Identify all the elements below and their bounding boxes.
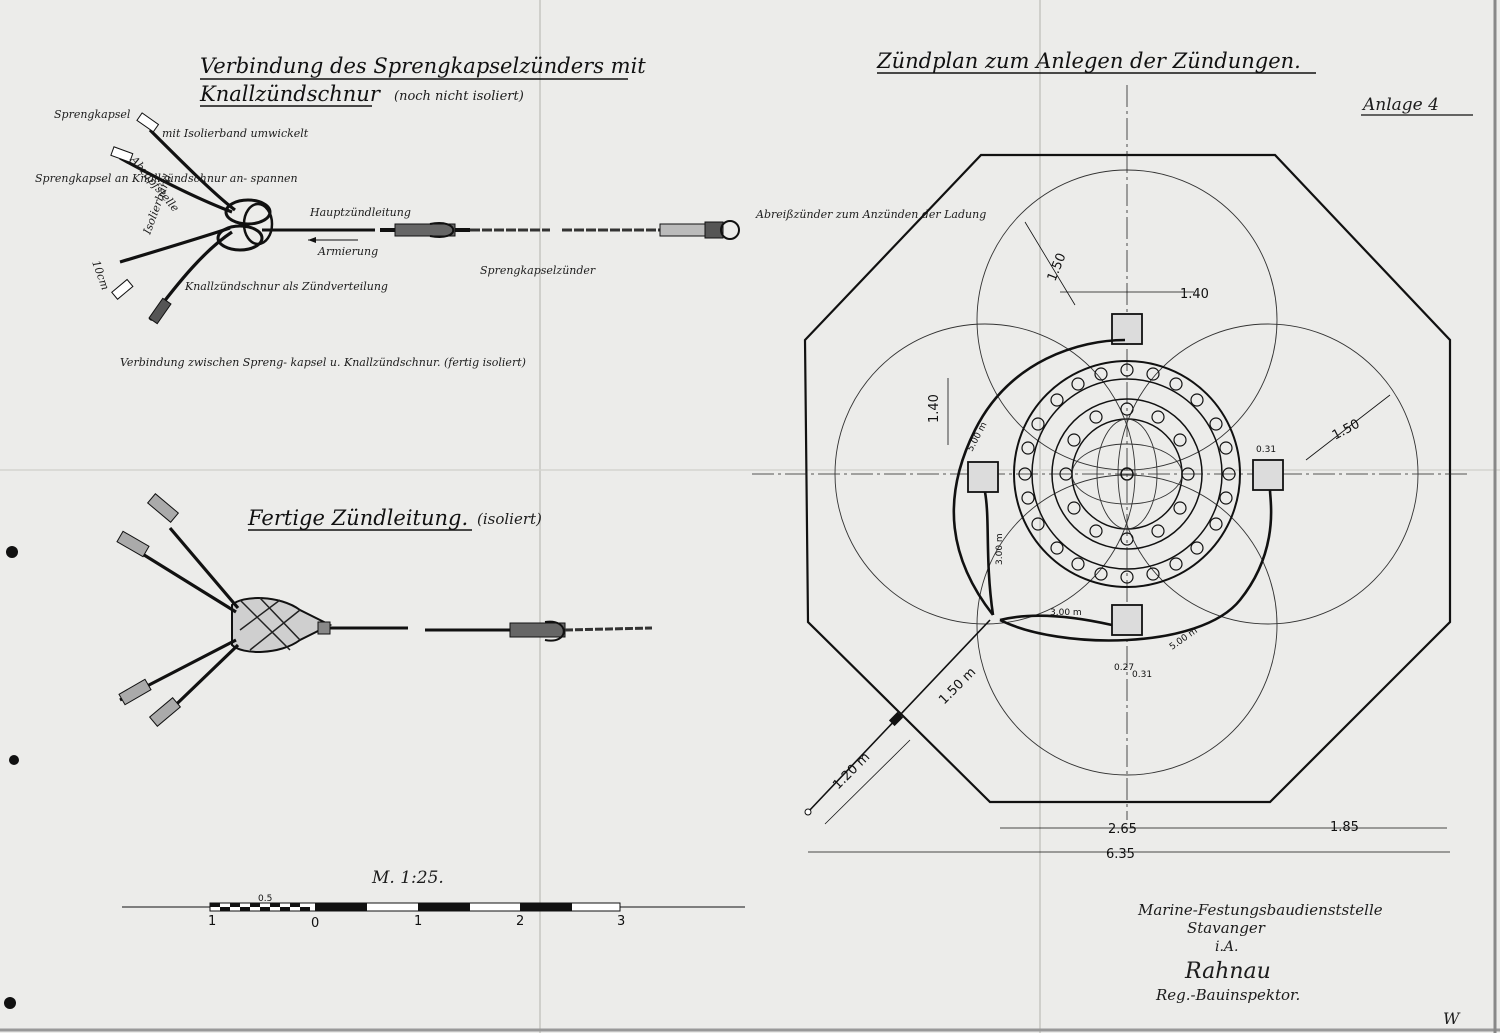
dim-265: 2.65 [1108,822,1137,837]
dim-150m: 1.50 m [936,665,979,708]
finished-panel: Fertige Zündleitung. (isoliert) [116,493,653,727]
dim-031-right: 0.31 [1256,445,1276,455]
charge-box-bottom [1111,604,1143,636]
scale-tick-label: 1 [208,914,216,929]
connection-title-note: (noch nicht isoliert) [394,89,524,104]
scale-sub-label: 0.5 [258,894,272,904]
monogram: W [1443,1009,1461,1028]
dim-027: 0.27 [1114,663,1134,673]
label-isolierband-umwickelt: mit Isolierband umwickelt [162,127,309,140]
label-sprengkapsel-anspiessen: Sprengkapsel an Knallzündschnur an- span… [35,172,298,185]
finished-title: Fertige Zündleitung. [247,506,468,530]
annex-label: Anlage 4 [1361,95,1439,115]
dim-120m: 1.20 m [830,750,873,793]
dim-185: 1.85 [1330,820,1359,835]
dim-150-upper: 1.50 [1045,251,1070,283]
label-verbindung-caption: Verbindung zwischen Spreng- kapsel u. Kn… [120,356,526,369]
outer-drill-holes [1018,363,1236,584]
dim-150-right: 1.50 [1330,417,1363,444]
dim-300-bottom: 3.00 m [1050,608,1082,618]
ignition-cable-route [952,338,1273,642]
authority-location: Stavanger [1187,919,1266,937]
charge-box-left [967,461,999,493]
plan-title: Zündplan zum Anlegen der Zündungen. [876,49,1301,73]
scale-tick-label: 1 [414,914,422,929]
scale-bar: M. 1:25. 0.5 1 0 1 2 3 [122,868,745,931]
scale-tick-label: 2 [516,914,524,929]
charge-box-right [1252,459,1284,491]
label-sprengkapsel: Sprengkapsel [54,108,131,121]
dim-500-bottom: 5.00 m [1168,626,1200,652]
scale-segments [210,903,572,911]
detonator-fan [110,112,740,325]
signature: Rahnau [1184,959,1271,984]
inner-drill-holes [1059,402,1195,546]
authority-rank: Reg.-Bauinspektor. [1155,986,1300,1004]
scale-tick-label: 3 [617,914,625,929]
label-abreisszuender: Abreißzünder zum Anzünden der Ladung [755,208,986,221]
connection-title-line1: Verbindung des Sprengkapselzünders mit [200,54,646,78]
title-block: Marine-Festungsbaudienststelle Stavanger… [1137,901,1461,1028]
label-hauptzuendleitung: Hauptzündleitung [309,206,411,219]
label-armierung: Armierung [317,245,378,258]
authority-ia: i.A. [1215,939,1239,955]
label-10cm: 10cm [89,259,112,292]
scale-label: M. 1:25. [371,868,444,888]
dim-140-left: 1.40 [927,394,942,423]
authority-name: Marine-Festungsbaudienststelle [1137,901,1383,919]
dim-140-top: 1.40 [1180,287,1209,302]
finished-note: (isoliert) [477,510,542,528]
dim-300-left: 3.00 m [995,533,1005,565]
dim-635: 6.35 [1106,847,1135,862]
label-sprengkapselzuender: Sprengkapselzünder [480,264,596,277]
connection-panel: Verbindung des Sprengkapselzünders mit K… [35,54,986,369]
octagon-foundation [803,153,1452,804]
scale-tick-label: 0 [311,916,319,931]
dim-500-left: 5.00 m [966,421,990,454]
dim-031-bottom: 0.31 [1132,670,1152,680]
label-knallzuendschnur-leitung: Knallzündschnur als Zündverteilung [184,280,388,293]
connection-title-line2: Knallzündschnur [199,82,382,106]
ignition-plan: Zündplan zum Anlegen der Zündungen. Anla… [752,49,1473,862]
